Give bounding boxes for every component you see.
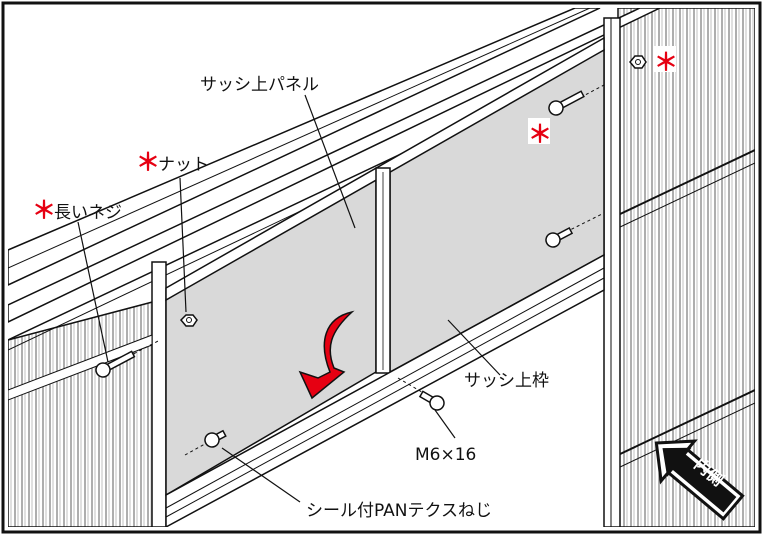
screw-icon	[204, 429, 227, 448]
screw-icon	[95, 350, 136, 378]
sash-upper-frame	[165, 253, 605, 527]
nut-right-marker-asterisk: ＊	[654, 48, 678, 76]
label-sash-upper-panel: サッシ上パネル	[200, 75, 319, 95]
leader-lines	[77, 94, 501, 503]
nut-icon	[179, 314, 198, 327]
screw-icon	[418, 390, 445, 411]
screw-marker-asterisk: ＊	[528, 120, 552, 148]
screw-icon	[548, 90, 585, 116]
direction-arrow-icon	[654, 439, 745, 521]
nut-icon	[629, 55, 647, 69]
top-eave-beam	[8, 8, 601, 286]
label-bolt-size: M6×16	[415, 445, 476, 465]
screw-icon	[545, 226, 574, 248]
label-sash-upper-frame: サッシ上枠	[464, 371, 549, 391]
left-wall-panel	[8, 299, 161, 527]
curved-arrow-icon	[298, 310, 355, 400]
label-seal-screw: シール付PANテクスねじ	[306, 501, 492, 521]
nut-marker-asterisk: ＊	[136, 148, 160, 176]
right-post	[603, 17, 621, 527]
left-post	[151, 261, 167, 527]
label-long-screw: 長いネジ	[54, 203, 122, 223]
structure-drawing	[8, 8, 755, 527]
long-screw-marker-asterisk: ＊	[32, 196, 56, 224]
label-nut: ナット	[158, 155, 209, 175]
